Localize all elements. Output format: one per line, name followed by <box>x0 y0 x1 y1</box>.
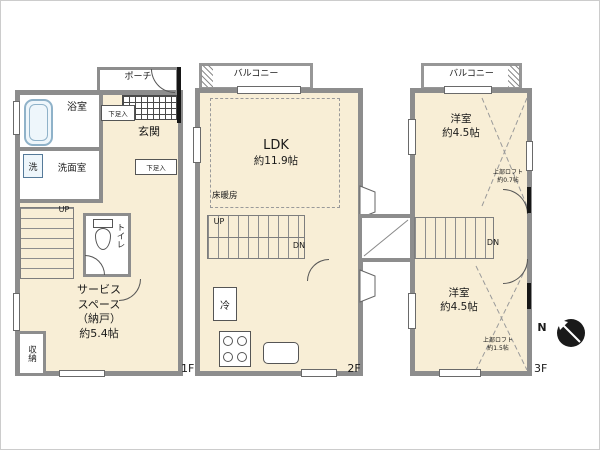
north-label: N <box>537 321 547 334</box>
floor1-label: 1F <box>181 362 195 375</box>
stove-burner-icon <box>237 352 247 362</box>
ldk-name-label: LDK <box>263 138 289 153</box>
window-3f-left-top <box>408 119 416 155</box>
stairs-3f <box>414 217 494 259</box>
window-1f-bath-left <box>13 101 20 135</box>
porch-wall-black <box>177 67 181 123</box>
balcony-2f-hatch <box>201 65 213 87</box>
kitchen-sink <box>263 342 299 364</box>
window-2f-bottom <box>301 369 337 377</box>
toilet-tank <box>93 219 113 228</box>
balcony-3f-label: バルコニー <box>449 69 494 79</box>
north-compass-icon <box>557 319 585 347</box>
refrigerator: 冷 <box>213 287 237 321</box>
entrance-label: 玄関 <box>138 125 160 138</box>
toilet-bowl <box>95 228 111 250</box>
bathroom-label: 浴室 <box>67 102 87 113</box>
window-3f-left-bottom <box>408 293 416 329</box>
stove-burner-icon <box>237 336 247 346</box>
porch-label: ポーチ <box>124 72 152 82</box>
service-room-label: サービス スペース （納戸） 約5.4帖 <box>77 283 121 340</box>
floor2-label: 2F <box>347 362 361 375</box>
bathtub-inner <box>29 104 48 141</box>
up-label-2f: UP <box>213 217 225 226</box>
storage-closet: 収納 <box>20 331 46 373</box>
room-3f-bottom-label: 洋室 約4.5帖 <box>440 287 478 313</box>
stairs-2f-divider <box>208 237 304 238</box>
loft-top-label: 上部ロフト 約0.7帖 <box>492 169 523 184</box>
loft-dashed-lines <box>475 97 528 371</box>
refrigerator-label: 冷 <box>220 300 230 312</box>
stove-burner-icon <box>223 352 233 362</box>
dn-label-2f: DN <box>292 241 306 250</box>
shoe-closet-upper: 下足入 <box>101 105 135 121</box>
storage-label: 収納 <box>26 345 37 362</box>
bathtub <box>24 99 53 146</box>
shoe-closet-lower: 下足入 <box>135 159 177 175</box>
window-2f-balcony-door <box>237 86 301 94</box>
stove-burner-icon <box>223 336 233 346</box>
floor3-label: 3F <box>534 362 548 375</box>
window-3f-bottom <box>439 369 481 377</box>
shoe-closet-upper-label: 下足入 <box>108 110 128 118</box>
balcony-3f-hatch <box>508 65 520 87</box>
window-1f-service-bottom <box>59 370 105 377</box>
kitchen-stove <box>219 331 251 367</box>
stairs-2f <box>207 215 305 259</box>
window-2f-left <box>193 127 201 163</box>
loft-bottom-label: 上部ロフト 約1.5帖 <box>482 337 513 352</box>
window-1f-service-left <box>13 293 20 331</box>
room-3f-top-label: 洋室 約4.5帖 <box>442 113 480 139</box>
shoe-closet-lower-label: 下足入 <box>146 164 166 172</box>
dn-label-3f: DN <box>486 238 500 247</box>
floor-heating-label: 床暖房 <box>212 191 238 201</box>
washing-machine: 洗 <box>23 154 43 178</box>
window-3f-top <box>444 86 492 94</box>
balcony-3f-outline <box>421 63 522 90</box>
up-label-1f: UP <box>58 205 70 214</box>
stairs-1f <box>20 207 74 279</box>
door-leaf-3f-top <box>527 187 531 213</box>
washroom-label: 洗面室 <box>57 163 87 174</box>
stair-landing-diagonal <box>363 219 409 257</box>
floor-heating-zone <box>210 98 340 208</box>
window-3f-right <box>526 141 533 171</box>
door-leaf-3f-bottom <box>527 283 531 309</box>
toilet-label: トイレ <box>115 223 125 249</box>
balcony-2f-label: バルコニー <box>233 69 279 79</box>
ldk-size-label: 約11.9帖 <box>253 155 299 167</box>
washing-machine-label: 洗 <box>28 162 38 173</box>
